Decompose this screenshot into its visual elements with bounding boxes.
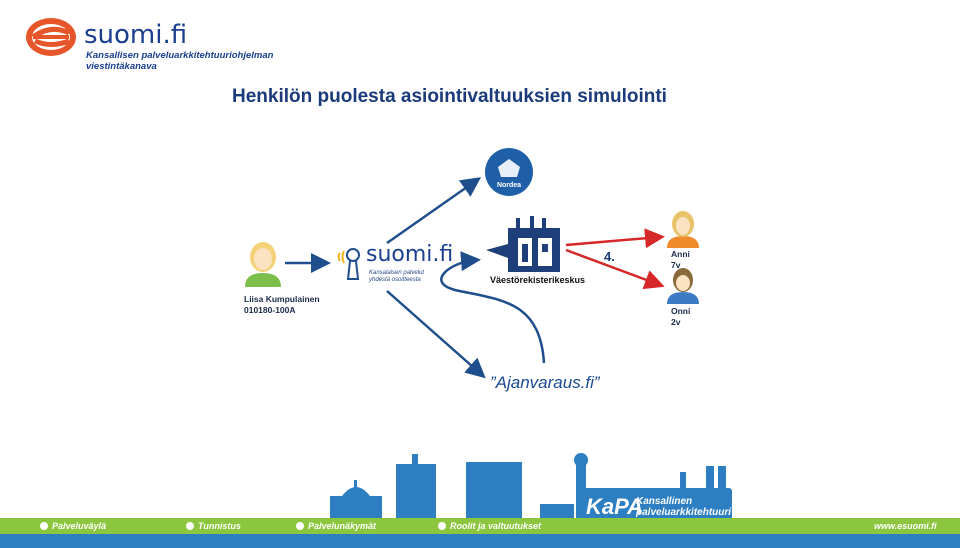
vrk-building	[486, 214, 586, 272]
footer-dot-1	[40, 522, 48, 530]
footer-nav-palvelunakymat[interactable]: Palvelunäkymät	[308, 521, 377, 531]
arrow-suomi-to-ajanvaraus	[386, 290, 486, 379]
person-avatar	[241, 239, 285, 287]
header-subtitle: Kansallisen palveluarkkitehtuuriohjelman…	[86, 50, 306, 72]
ajanvaraus-label: ”Ajanvaraus.fi”	[490, 373, 600, 392]
suomi-node: suomi.fi Kansalaisen palvelut yhdestä os…	[336, 240, 453, 288]
kapa-text: Kansallinen palveluarkkitehtuuri	[636, 496, 731, 518]
arrow-suomi-to-nordea	[386, 177, 482, 245]
person-id: 010180-100A	[244, 305, 296, 315]
keyhole-icon	[337, 248, 360, 280]
arrow-vrk-to-onni	[565, 248, 665, 290]
female-avatar-icon	[241, 239, 285, 287]
footer-dot-4	[438, 522, 446, 530]
nordea-label: Nordea	[497, 182, 521, 189]
header-subtitle-line2: viestintäkanava	[86, 61, 157, 72]
person-name: Liisa Kumpulainen	[244, 294, 320, 304]
child-label-onni: Onni 2v	[671, 306, 690, 328]
child-age-anni: 7v	[671, 260, 681, 270]
arrow-loop-to-vrk	[440, 251, 546, 364]
footer-dot-2	[186, 522, 194, 530]
child-avatar-onni	[665, 264, 701, 304]
nordea-logo: Nordea	[484, 147, 534, 197]
child-name-anni: Anni	[671, 249, 690, 259]
nordea-icon: Nordea	[485, 148, 533, 196]
kapa-text-line2: palveluarkkitehtuuri	[636, 507, 732, 518]
child-avatar-anni	[665, 210, 701, 248]
header-subtitle-line1: Kansallisen palveluarkkitehtuuriohjelman	[86, 50, 274, 61]
suomi-node-brand: suomi.fi	[366, 242, 454, 267]
girl-avatar-icon	[667, 211, 699, 248]
building-icon	[486, 216, 560, 272]
suomi-logo-icon	[26, 18, 76, 56]
suomi-node-sub-line2: yhdestä osoitteesta	[369, 276, 421, 283]
person-info: Liisa Kumpulainen 010180-100A	[244, 294, 320, 316]
child-label-anni: Anni 7v	[671, 249, 690, 271]
slide-title: Henkilön puolesta asiointivaltuuksien si…	[232, 86, 667, 107]
footer-nav-tunnistus[interactable]: Tunnistus	[198, 521, 241, 531]
footer-dot-3	[296, 522, 304, 530]
footer-nav: Palveluväylä Tunnistus Palvelunäkymät Ro…	[0, 519, 960, 535]
vrk-label: Väestörekisterikeskus	[490, 275, 586, 285]
child-name-onni: Onni	[671, 306, 691, 316]
child-age-onni: 2v	[671, 317, 681, 327]
step-number: 4.	[604, 249, 615, 264]
suomi-logo-mark	[24, 16, 78, 58]
footer-nav-palveluvayla[interactable]: Palveluväylä	[52, 521, 107, 531]
kapa-logo: KaPA	[586, 494, 644, 519]
footer-url[interactable]: www.esuomi.fi	[874, 521, 937, 531]
kapa-text-line1: Kansallinen	[636, 496, 693, 507]
footer-nav-roolit[interactable]: Roolit ja valtuutukset	[450, 521, 542, 531]
city-skyline	[0, 453, 960, 548]
arrow-vrk-to-anni	[565, 228, 665, 249]
suomi-node-sub-line1: Kansalaisen palvelut	[369, 270, 425, 276]
header-brand: suomi.fi	[84, 20, 188, 50]
suomi-node-sub: Kansalaisen palvelut yhdestä osoitteesta	[369, 270, 424, 283]
boy-avatar-icon	[667, 268, 699, 304]
